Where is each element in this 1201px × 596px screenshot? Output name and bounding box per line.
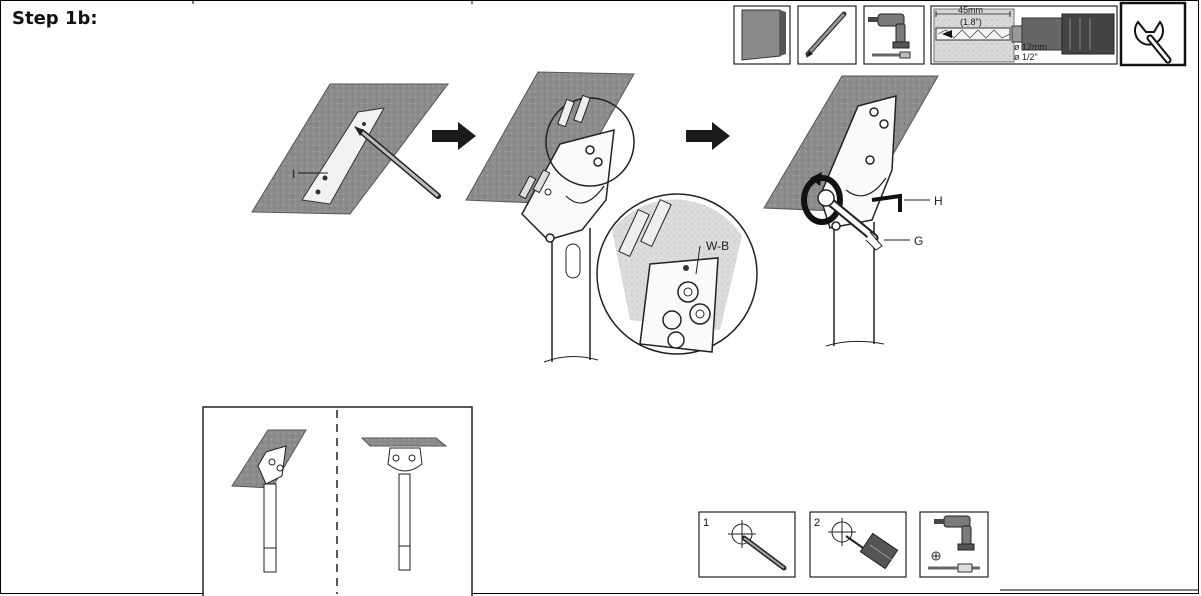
mount-options-box [202, 406, 473, 596]
substep-2-number: 2 [814, 517, 820, 529]
substep-1-mark: 1 [698, 511, 796, 578]
arrow-right-1 [432, 122, 476, 150]
ceiling-mount-option [360, 437, 448, 571]
wall-icon [733, 5, 791, 65]
pencil-icon [797, 5, 857, 65]
callout-g: G [914, 234, 923, 248]
substep-boxes: 1 2 [698, 511, 989, 578]
substep-1-number: 1 [703, 517, 709, 529]
drill-anchor-icon [919, 511, 989, 578]
step-title: Step 1b: [12, 8, 98, 29]
drill-depth-mm: 45mm [958, 5, 983, 15]
tighten-illustration: H G [763, 75, 943, 347]
bracket-attach-illustration [465, 71, 635, 363]
drill-icon [863, 5, 925, 65]
substep-2-drill: 2 [809, 511, 907, 578]
wall-mount-option [231, 429, 307, 573]
arrow-right-2 [686, 122, 730, 150]
drill-diam-in: ø 1/2" [1014, 52, 1038, 62]
tool-icons: 45mm (1.8") ø 12mm ø 1/2" [733, 1, 1187, 67]
drill-depth-in: (1.8") [960, 17, 982, 27]
drill-diam-mm: ø 12mm [1014, 42, 1047, 52]
callout-h: H [934, 194, 943, 208]
callout-i: I [292, 167, 295, 181]
callout-wb: W-B [706, 239, 729, 253]
wrench-icon [1119, 1, 1187, 67]
drill-depth-icon: 45mm (1.8") ø 12mm ø 1/2" [930, 5, 1118, 65]
zoom-detail-circle: W-B [596, 193, 758, 355]
top-ticks [192, 0, 473, 4]
wall-marking-illustration: I [251, 83, 450, 215]
